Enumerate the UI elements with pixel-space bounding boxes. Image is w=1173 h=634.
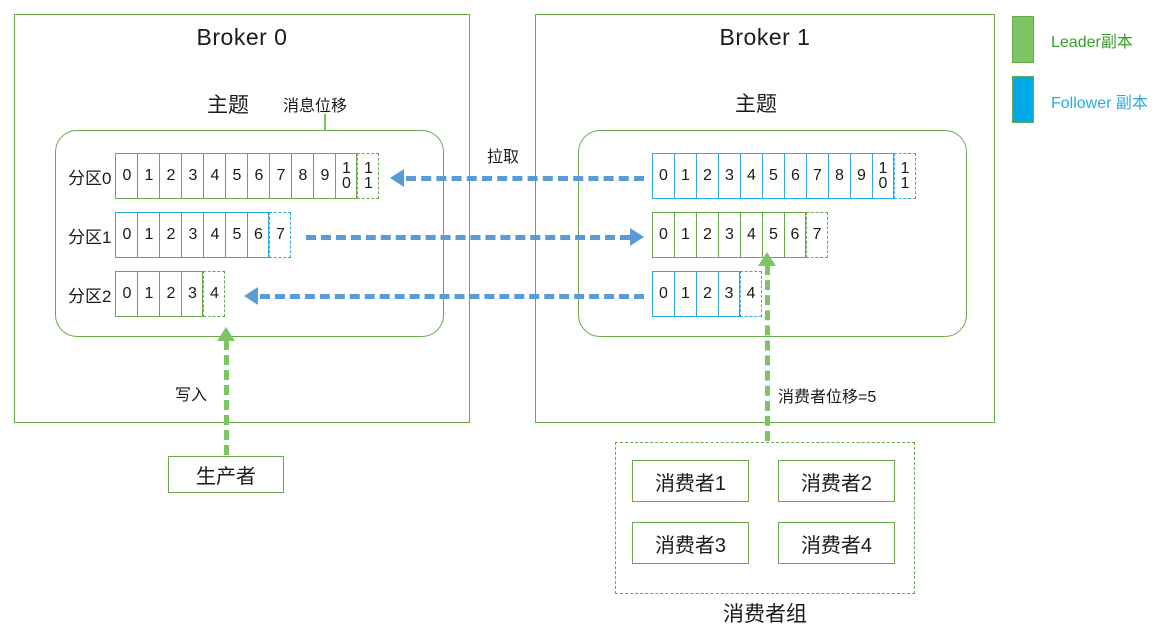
offset-cell: 3: [718, 212, 740, 258]
broker-1-partition-2-row: 0 1 2 3 4: [652, 271, 762, 317]
offset-cell: 1: [674, 212, 696, 258]
fetch-label: 拉取: [487, 149, 520, 166]
offset-cell: 4: [740, 212, 762, 258]
broker-0-partition-1-label: 分区1: [68, 227, 112, 247]
offset-cell-pending: 4: [203, 271, 226, 317]
consumer-2-box[interactable]: 消费者2: [778, 460, 895, 502]
replication-arrow-partition-2-head: [244, 287, 258, 305]
offset-cell: 1: [674, 153, 696, 199]
offset-cell: 2: [159, 153, 182, 199]
offset-cell: 4: [203, 153, 226, 199]
consumer-offset-arrow-head: [758, 252, 776, 266]
offset-cell: 9: [313, 153, 336, 199]
broker-0-partition-2-row: 分区2 0 1 2 3 4: [68, 271, 226, 317]
write-arrow-head: [217, 327, 235, 341]
offset-cell: 6: [784, 212, 806, 258]
replication-arrow-partition-2-line: [260, 294, 644, 299]
offset-cell: 8: [828, 153, 850, 199]
offset-cell: 1: [137, 271, 160, 317]
offset-cell: 2: [159, 212, 182, 258]
offset-cell: 1: [137, 153, 160, 199]
broker-1-partition-1-cells: 0 1 2 3 4 5 6 7: [652, 212, 828, 258]
offset-cell: 2: [696, 271, 718, 317]
offset-cell: 4: [740, 153, 762, 199]
broker-0-partition-2-label: 分区2: [68, 286, 112, 306]
offset-cell-pending: 7: [806, 212, 828, 258]
offset-cell: 2: [696, 153, 718, 199]
replication-arrow-partition-0-head: [390, 169, 404, 187]
consumer-3-label: 消费者3: [654, 534, 727, 557]
consumer-1-label: 消费者1: [654, 472, 727, 495]
legend-swatch-leader: [1012, 16, 1034, 63]
offset-cell: 2: [159, 271, 182, 317]
producer-box[interactable]: 生产者: [168, 456, 284, 493]
consumer-2-label: 消费者2: [800, 472, 873, 495]
offset-cell: 1: [137, 212, 160, 258]
offset-cell: 7: [269, 153, 292, 199]
offset-cell: 0: [115, 271, 138, 317]
legend-label-leader: Leader副本: [1051, 34, 1133, 51]
broker-0-partition-1-cells: 0 1 2 3 4 5 6 7: [115, 212, 292, 258]
legend-swatch-follower: [1012, 76, 1034, 123]
broker-0-partition-1-row: 分区1 0 1 2 3 4 5 6 7: [68, 212, 292, 258]
broker-0-partition-0-label: 分区0: [68, 168, 112, 188]
message-offset-label: 消息位移: [283, 98, 348, 115]
consumer-4-label: 消费者4: [800, 534, 873, 557]
offset-cell: 0: [115, 153, 138, 199]
offset-cell: 0: [652, 153, 674, 199]
offset-cell: 6: [784, 153, 806, 199]
offset-cell: 3: [718, 153, 740, 199]
offset-cell: 3: [181, 212, 204, 258]
replication-arrow-partition-1-line: [306, 235, 630, 240]
offset-cell: 6: [247, 153, 270, 199]
offset-cell: 5: [225, 153, 248, 199]
offset-cell: 2: [696, 212, 718, 258]
broker-1-topic-label: 主题: [735, 93, 777, 116]
write-arrow-line: [224, 340, 229, 455]
offset-cell: 9: [850, 153, 872, 199]
broker-0-title: Broker 0: [196, 24, 288, 50]
offset-cell: 6: [247, 212, 270, 258]
offset-cell: 0: [652, 271, 674, 317]
broker-1-partition-2-cells: 0 1 2 3 4: [652, 271, 762, 317]
offset-cell-pending: 7: [269, 212, 292, 258]
consumer-offset-label: 消费者位移=5: [778, 389, 877, 406]
write-label: 写入: [175, 387, 208, 404]
offset-cell-pending: 4: [740, 271, 762, 317]
broker-0-topic-label: 主题: [207, 94, 249, 117]
legend-label-follower: Follower 副本: [1051, 95, 1148, 112]
offset-cell: 1: [674, 271, 696, 317]
consumer-1-box[interactable]: 消费者1: [632, 460, 749, 502]
offset-cell: 0: [652, 212, 674, 258]
offset-cell: 3: [181, 153, 204, 199]
offset-cell: 7: [806, 153, 828, 199]
replication-arrow-partition-1-head: [630, 228, 644, 246]
offset-cell: 3: [181, 271, 204, 317]
offset-cell: 8: [291, 153, 314, 199]
consumer-offset-arrow-line: [765, 265, 770, 441]
broker-0-partition-2-cells: 0 1 2 3 4: [115, 271, 226, 317]
offset-cell: 3: [718, 271, 740, 317]
consumer-group-caption: 消费者组: [723, 603, 807, 626]
offset-cell: 5: [225, 212, 248, 258]
replication-arrow-partition-0-line: [406, 176, 644, 181]
offset-cell: 4: [203, 212, 226, 258]
offset-cell: 0: [115, 212, 138, 258]
consumer-4-box[interactable]: 消费者4: [778, 522, 895, 564]
offset-cell: 5: [762, 153, 784, 199]
producer-label: 生产者: [196, 466, 256, 488]
broker-1-title: Broker 1: [719, 24, 811, 50]
broker-1-partition-1-row: 0 1 2 3 4 5 6 7: [652, 212, 828, 258]
consumer-3-box[interactable]: 消费者3: [632, 522, 749, 564]
